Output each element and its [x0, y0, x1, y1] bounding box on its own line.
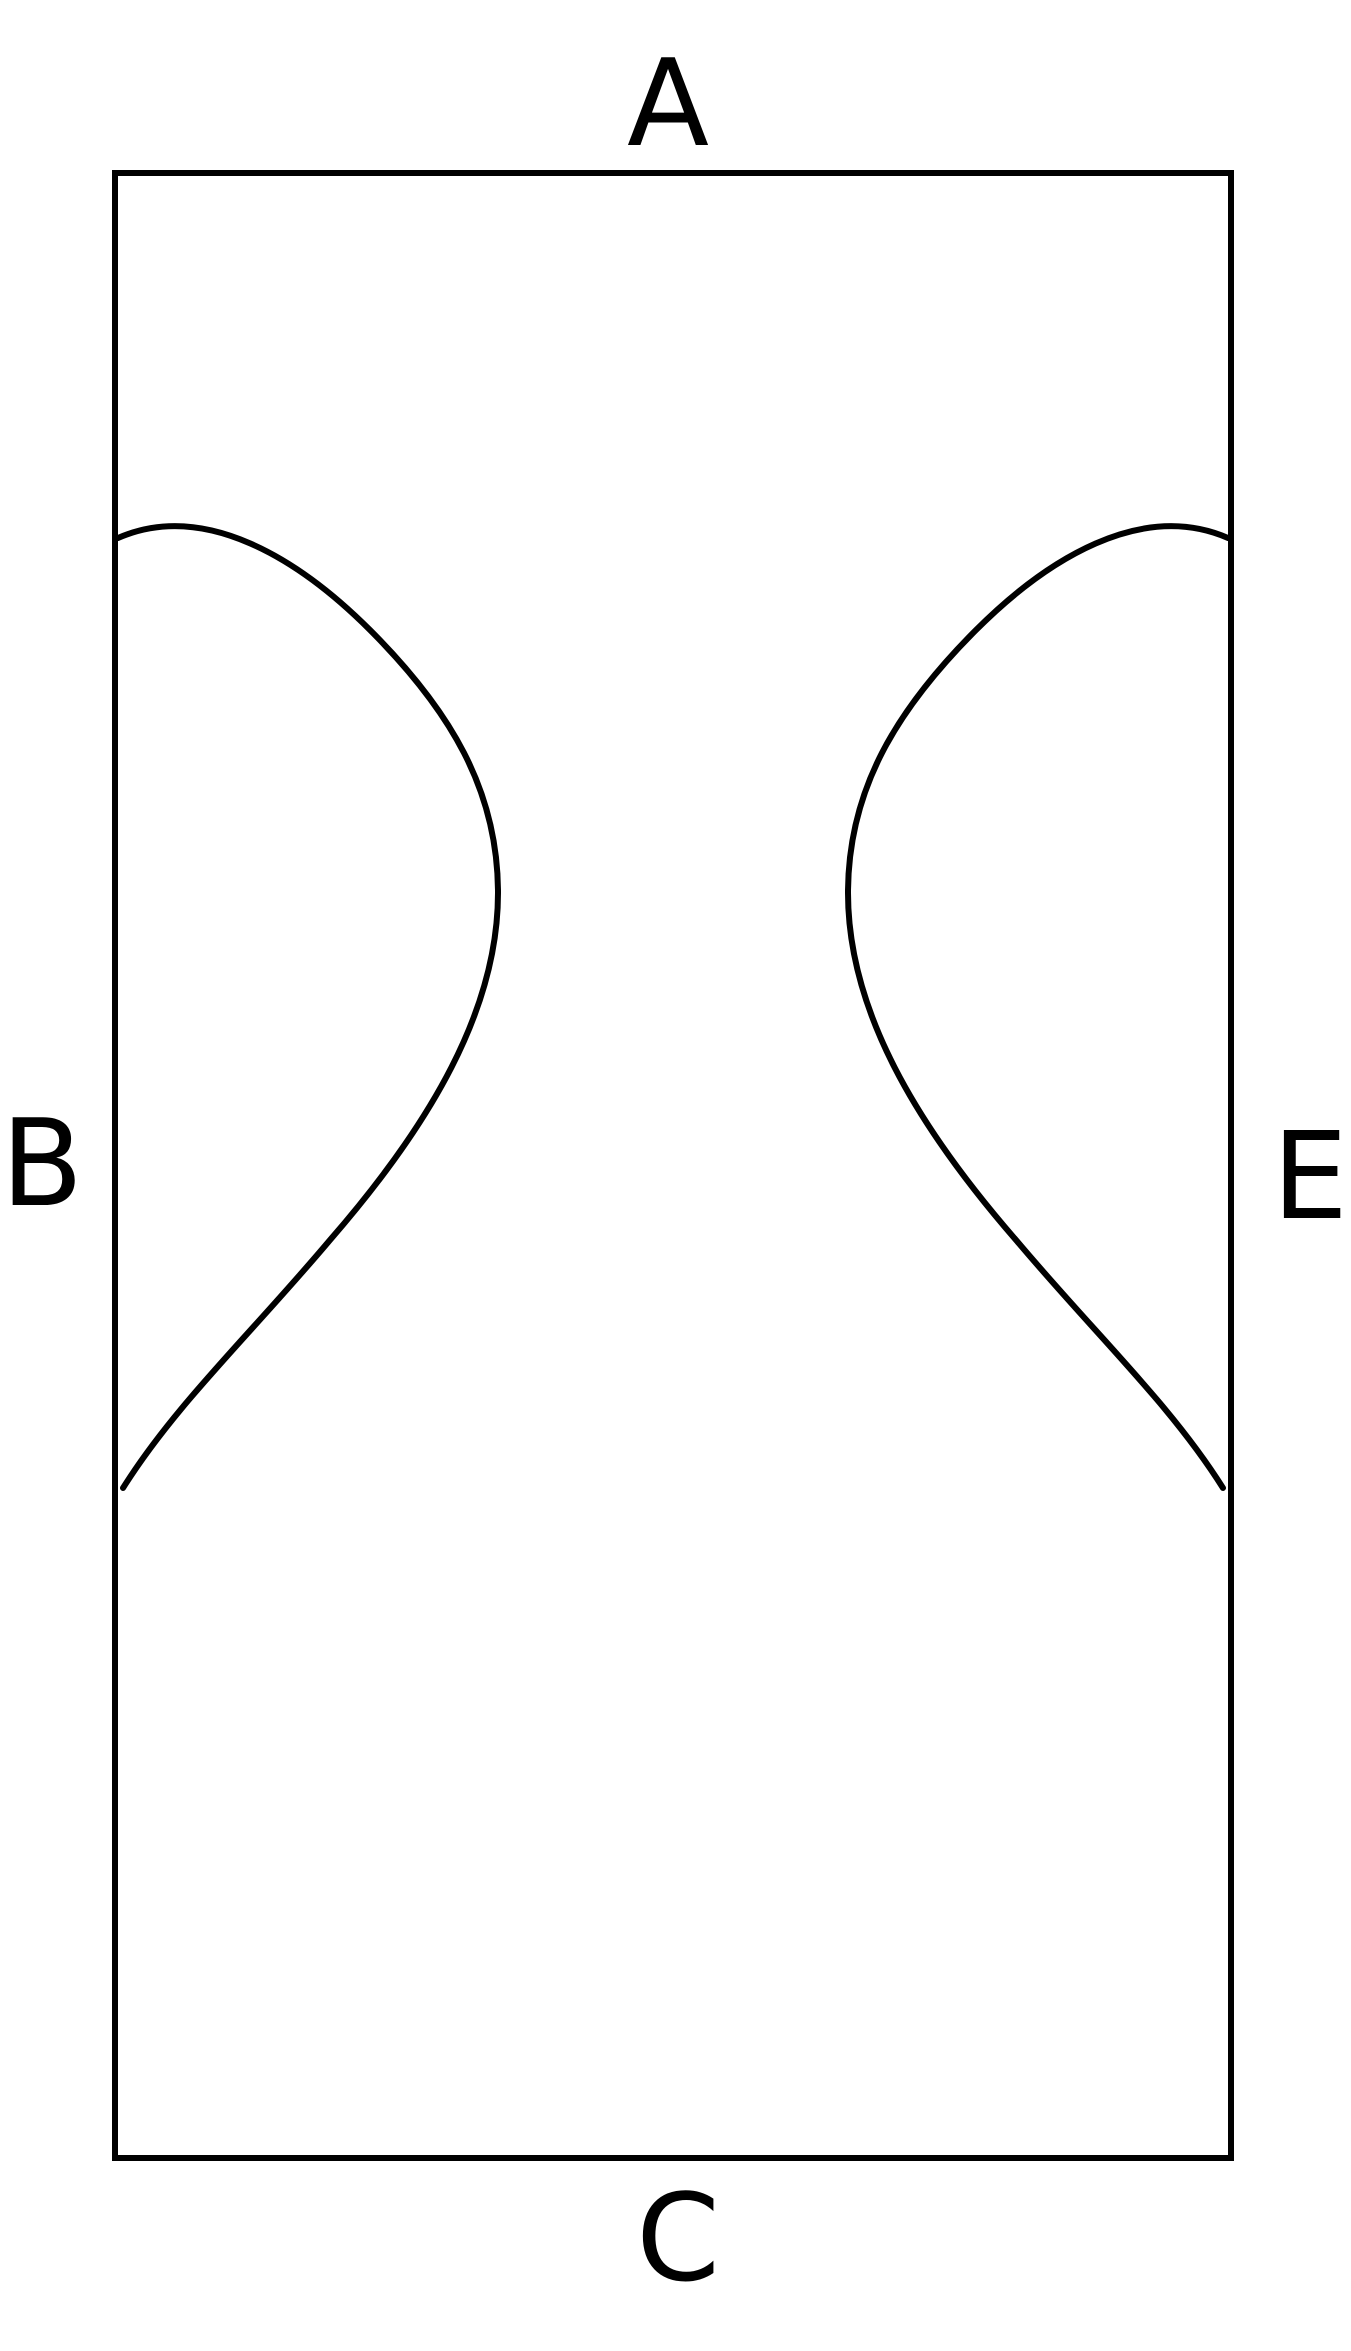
right-curve — [844, 523, 1231, 1491]
rectangle-frame — [112, 170, 1234, 2161]
label-left: B — [1, 1095, 83, 1234]
label-top: A — [627, 35, 709, 174]
label-right: E — [1272, 1108, 1348, 1247]
label-bottom: C — [636, 2170, 720, 2309]
left-curve — [115, 523, 502, 1491]
